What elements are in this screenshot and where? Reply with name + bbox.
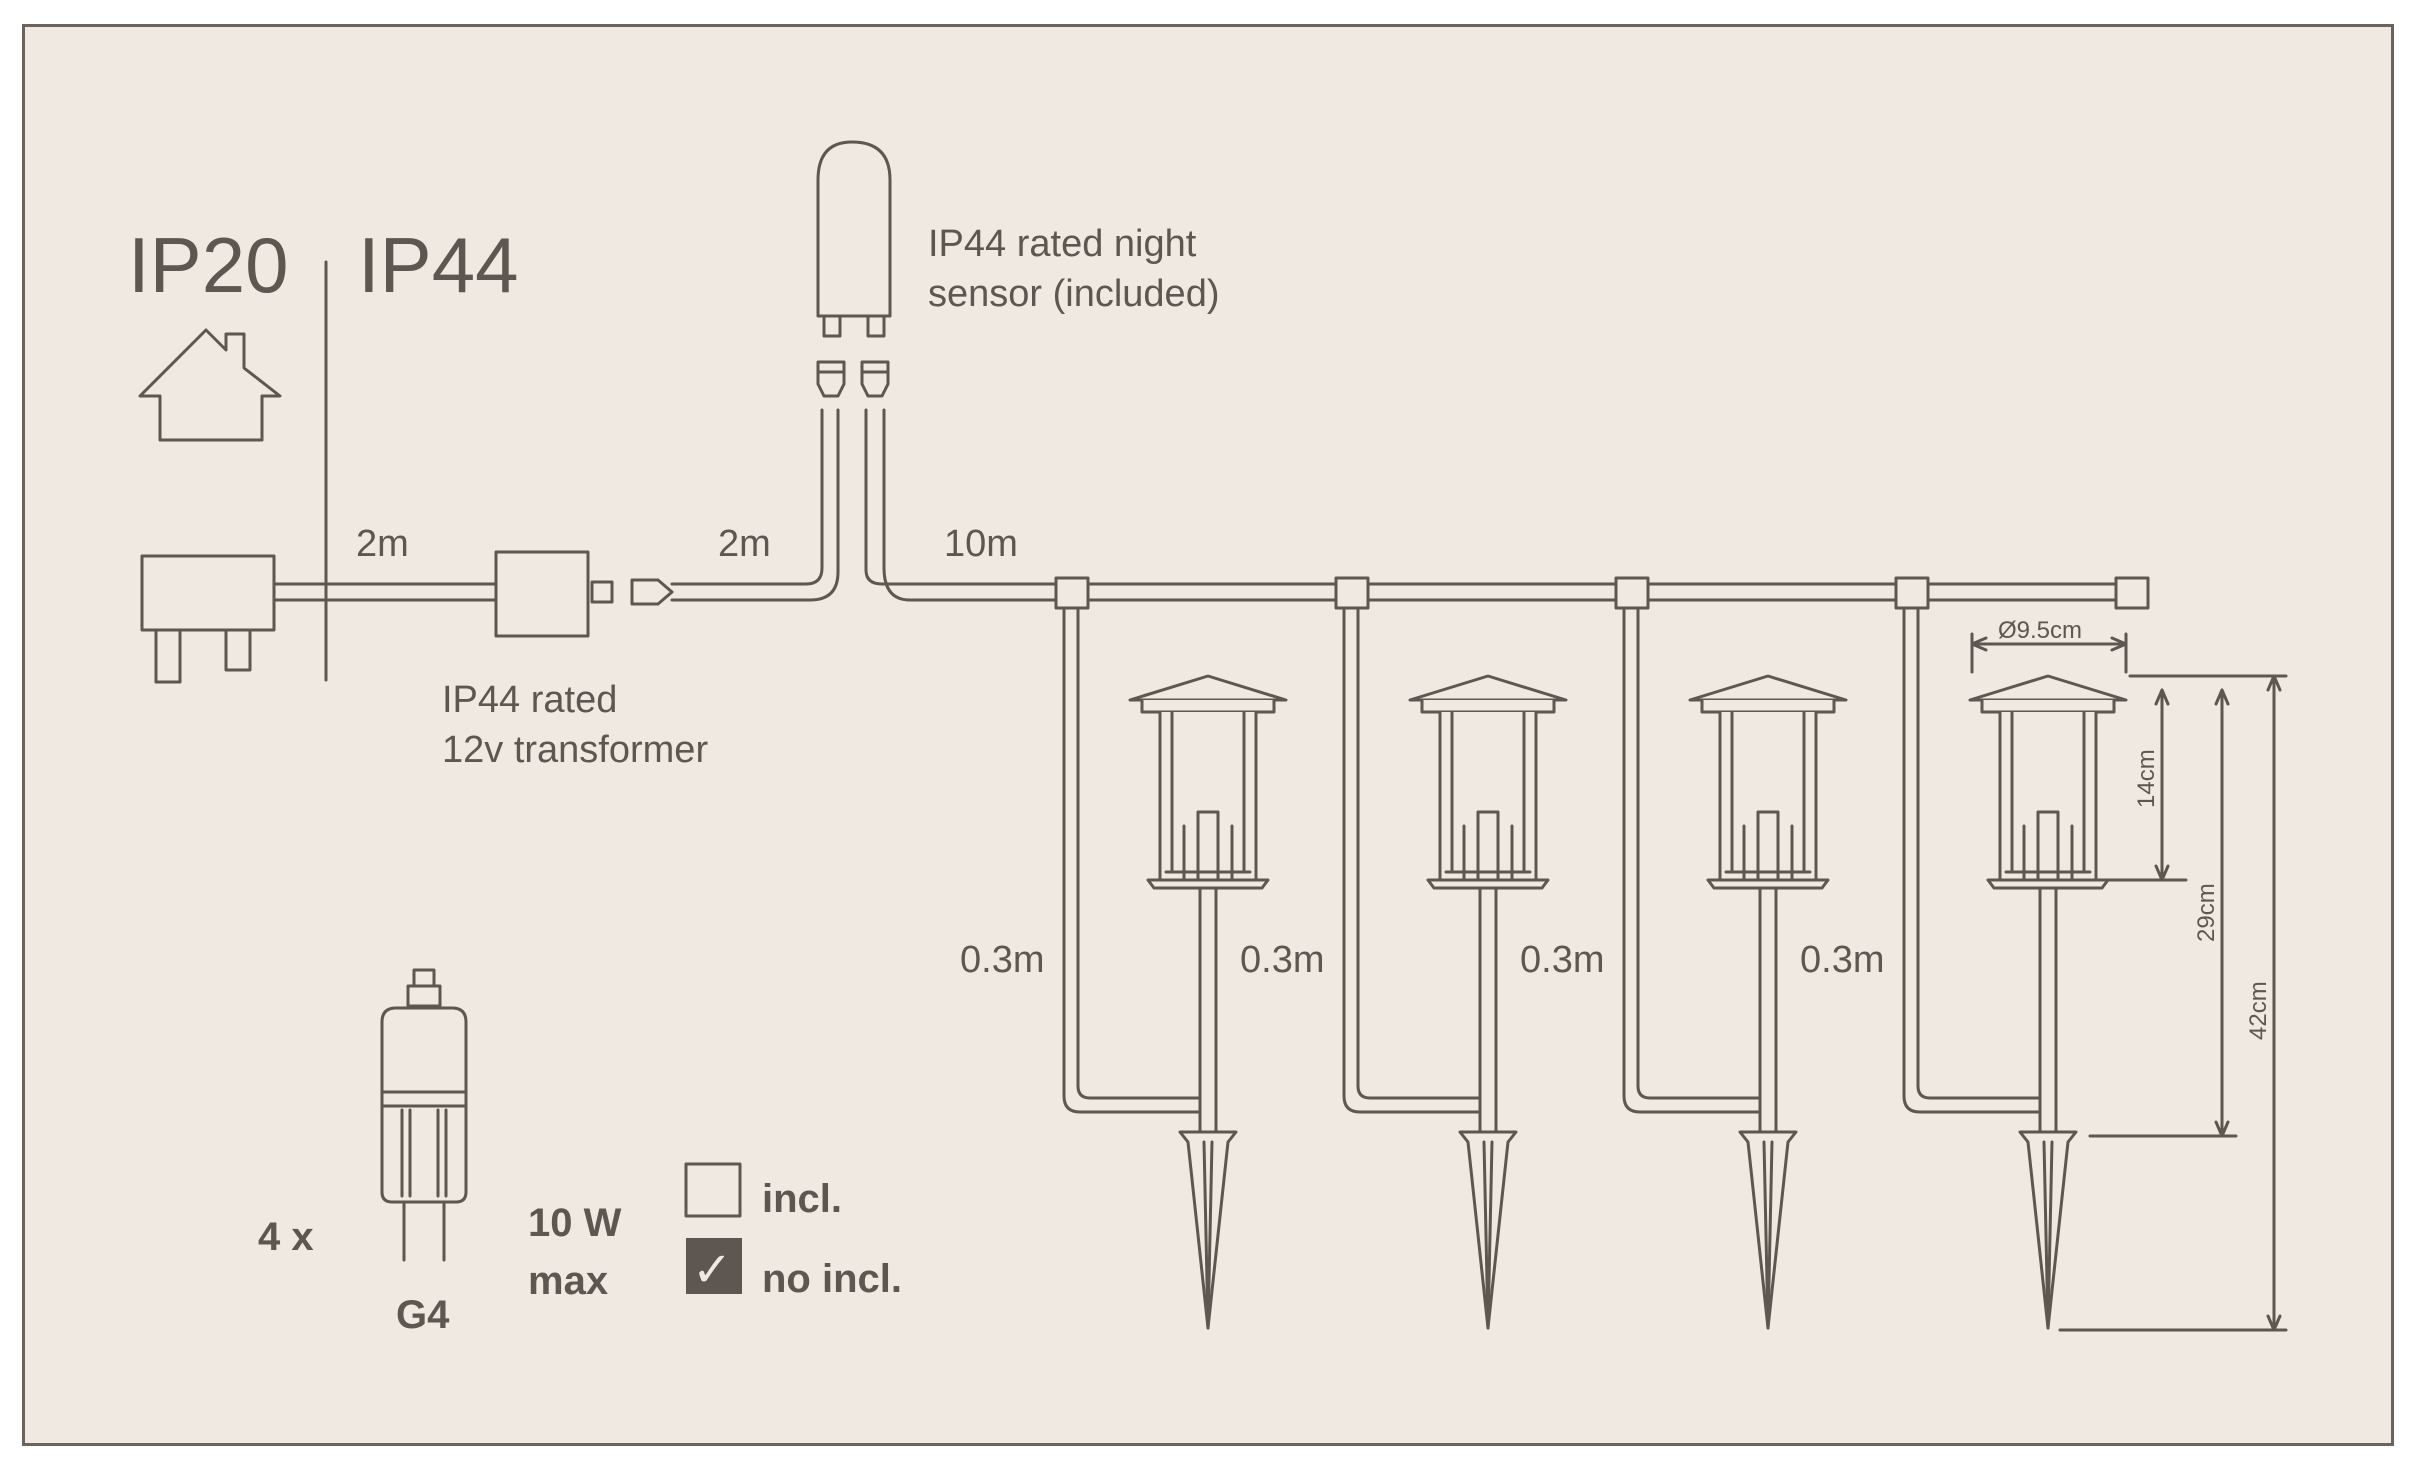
night-sensor-icon bbox=[816, 140, 892, 398]
included-checkbox bbox=[684, 1162, 742, 1218]
end-cap bbox=[2114, 576, 2150, 610]
cable-length-label: 10m bbox=[944, 523, 1018, 565]
transformer-label-line2: 12v transformer bbox=[442, 729, 708, 771]
garden-lamp-icon bbox=[1408, 674, 1568, 1330]
cable-length-label: 2m bbox=[356, 523, 409, 565]
branch-cable bbox=[1902, 608, 2040, 1114]
head-height-label: 14cm bbox=[2133, 749, 2160, 808]
wattage-value: 10 W bbox=[528, 1201, 622, 1245]
ip20-rating: IP20 bbox=[128, 221, 288, 309]
house-icon bbox=[138, 328, 282, 442]
diameter-label: Ø9.5cm bbox=[1998, 617, 2082, 644]
sensor-label-line1: IP44 rated night bbox=[928, 223, 1197, 265]
bulb-quantity: 4 x bbox=[258, 1215, 314, 1259]
branch-cable bbox=[1062, 608, 1200, 1114]
ip44-rating: IP44 bbox=[358, 221, 518, 309]
checkmark-icon: ✓ bbox=[692, 1242, 732, 1298]
branch-cable-label: 0.3m bbox=[1800, 939, 1884, 981]
branch-cable-label: 0.3m bbox=[1240, 939, 1324, 981]
branch-cable-label: 0.3m bbox=[960, 939, 1044, 981]
branch-cable bbox=[1622, 608, 1760, 1114]
dimension-lines bbox=[1970, 632, 2288, 1332]
garden-lamp-icon bbox=[1688, 674, 1848, 1330]
branch-cable bbox=[1342, 608, 1480, 1114]
legend-included-label: incl. bbox=[762, 1177, 842, 1221]
sensor-label-line2: sensor (included) bbox=[928, 273, 1219, 315]
not-included-checkbox bbox=[686, 1238, 742, 1294]
wattage-max: max bbox=[528, 1259, 608, 1303]
bulb-type: G4 bbox=[396, 1293, 450, 1337]
garden-lamp-icon bbox=[1968, 674, 2128, 1330]
junction-box bbox=[1334, 576, 1370, 610]
junction-box bbox=[1894, 576, 1930, 610]
junction-box bbox=[1054, 576, 1090, 610]
cable-length-label: 2m bbox=[718, 523, 771, 565]
bulb-icon bbox=[380, 968, 468, 1262]
legend-not-included-label: no incl. bbox=[762, 1257, 902, 1301]
transformer-icon bbox=[494, 550, 614, 638]
junction-box bbox=[1614, 576, 1650, 610]
body-height-label: 29cm bbox=[2193, 883, 2220, 942]
branch-cable-label: 0.3m bbox=[1520, 939, 1604, 981]
transformer-label-line1: IP44 rated bbox=[442, 679, 617, 721]
garden-lamp-icon bbox=[1128, 674, 1288, 1330]
plug-icon bbox=[140, 554, 276, 684]
total-height-label: 42cm bbox=[2245, 981, 2272, 1040]
